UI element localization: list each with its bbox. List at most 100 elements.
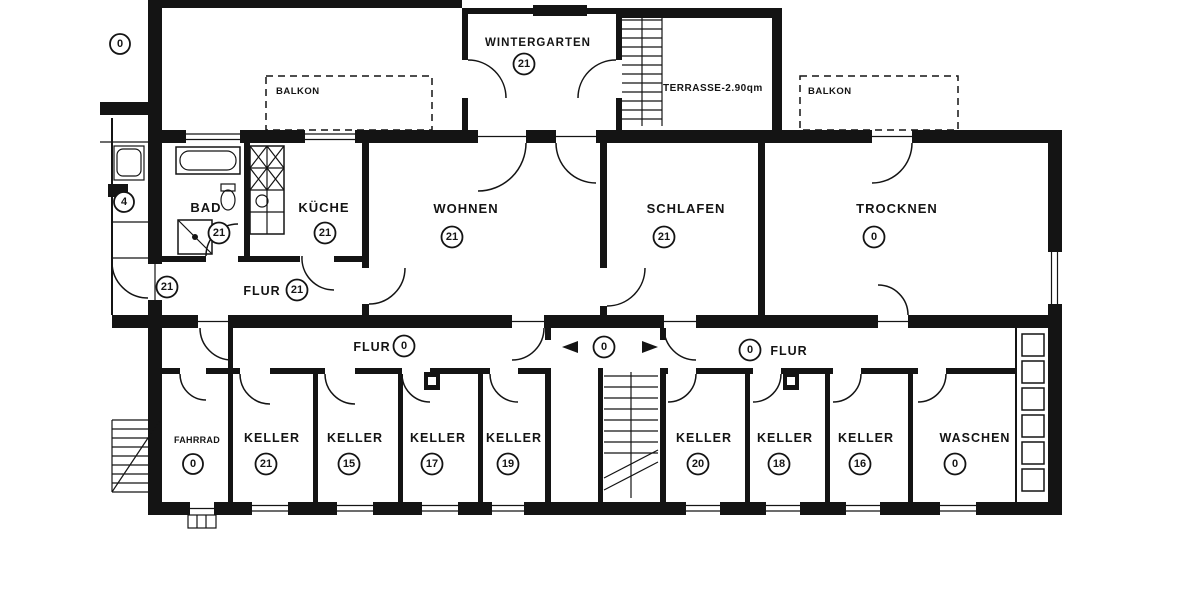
door-arc-wohnen	[368, 267, 406, 305]
room-schlafen: SCHLAFEN 21	[647, 201, 726, 249]
room-trocknen: TROCKNEN 0	[856, 201, 938, 249]
steps-exterior-bottom	[187, 514, 217, 529]
room-keller-4: KELLER 19	[486, 431, 541, 476]
corridor-flur-left: FLUR 0	[353, 334, 416, 358]
room-value-keller-2: 15	[343, 458, 355, 470]
room-fahrrad: FAHRRAD 0	[174, 435, 220, 475]
room-value-waschen: 0	[952, 458, 958, 470]
room-value-fahrrad: 0	[190, 458, 196, 470]
left-edge-badge-mid: 4	[113, 191, 135, 213]
value-flur-basement-right: 0	[747, 344, 753, 356]
balkon-right-label: BALKON	[808, 86, 852, 97]
room-value-trocknen: 0	[871, 231, 877, 243]
room-value-schlafen: 21	[658, 231, 670, 243]
balcony-left: BALKON	[265, 75, 433, 131]
room-value-keller-5: 20	[692, 458, 704, 470]
door-arc-terrasse	[555, 142, 597, 184]
room-label-trocknen: TROCKNEN	[856, 201, 938, 216]
room-label-keller-7: KELLER	[838, 431, 894, 445]
toilet	[220, 183, 236, 211]
room-label-waschen: WASCHEN	[940, 431, 1011, 445]
wall-openings	[148, 60, 1062, 515]
door-arc-wintergarten	[477, 142, 527, 192]
room-value-flur-upper: 21	[291, 284, 303, 296]
room-keller-5: KELLER 20	[676, 431, 732, 476]
door-arc-keller-20	[667, 373, 697, 403]
room-value-keller-7: 16	[854, 458, 866, 470]
room-value-wohnen: 21	[446, 231, 458, 243]
stairs-basement	[603, 372, 659, 498]
chimney-shaft	[249, 145, 285, 235]
label-flur-basement-left: FLUR	[353, 340, 390, 354]
left-edge-value-top: 0	[117, 38, 123, 50]
door-arc-keller-18	[752, 373, 782, 403]
room-label-schlafen: SCHLAFEN	[647, 201, 726, 216]
door-arc-wintergarten-right	[577, 59, 617, 99]
room-label-keller-3: KELLER	[410, 431, 466, 445]
window-lines	[154, 133, 1059, 512]
room-label-wohnen: WOHNEN	[433, 201, 498, 216]
room-wohnen: WOHNEN 21	[433, 201, 498, 249]
room-label-bad: BAD	[190, 200, 221, 215]
room-label-keller-5: KELLER	[676, 431, 732, 445]
corridor-center-badge: 0	[592, 335, 616, 359]
door-arc-trocknen-balkon	[871, 142, 913, 184]
bathtub	[175, 146, 241, 175]
room-wintergarten: WINTERGARTEN 21	[485, 37, 591, 76]
door-arc-kueche	[301, 255, 335, 291]
room-keller-1: KELLER 21	[244, 431, 300, 476]
door-arc-keller-17	[401, 373, 431, 403]
meter-box-keller-17	[424, 372, 440, 390]
door-arc-wintergarten-left	[467, 59, 507, 99]
entry-badge: 21	[155, 275, 179, 299]
room-label-kueche: KÜCHE	[298, 200, 349, 215]
stairs-terrace	[622, 14, 663, 126]
door-direction-right-icon	[642, 341, 658, 353]
door-direction-left-icon	[562, 341, 578, 353]
balkon-left-label: BALKON	[276, 86, 320, 97]
door-arcs	[111, 59, 947, 405]
room-label-keller-1: KELLER	[244, 431, 300, 445]
room-flur-upper: FLUR 21	[243, 278, 309, 302]
door-arc-fahrrad	[179, 373, 207, 401]
door-arc-schlafen	[606, 267, 646, 307]
door-arc-keller-21	[239, 373, 271, 405]
value-corridor-center: 0	[601, 341, 607, 353]
sink-icon	[255, 194, 269, 208]
terrasse-label: TERRASSE-2.90qm	[663, 83, 763, 94]
room-value-bad: 21	[213, 227, 225, 239]
stairs-exterior	[111, 419, 161, 493]
room-value-keller-6: 18	[773, 458, 785, 470]
room-kueche: KÜCHE 21	[298, 200, 349, 245]
left-structure	[100, 118, 148, 315]
value-flur-basement-left: 0	[401, 340, 407, 352]
room-waschen: WASCHEN 0	[940, 431, 1011, 476]
room-label-wintergarten: WINTERGARTEN	[485, 37, 591, 49]
room-keller-7: KELLER 16	[838, 431, 894, 476]
room-label-fahrrad: FAHRRAD	[174, 435, 220, 445]
room-value-keller-1: 21	[260, 458, 272, 470]
door-arc-keller-16	[832, 373, 862, 403]
door-arc-corridor-left-end	[199, 327, 233, 361]
corridor-flur-right: 0 FLUR	[738, 338, 807, 362]
left-edge-value-mid: 4	[121, 196, 128, 208]
room-bad: BAD 21	[190, 200, 231, 245]
room-value-keller-4: 19	[502, 458, 514, 470]
shower	[177, 219, 213, 255]
room-value-wintergarten: 21	[518, 58, 530, 70]
door-arc-corridor-right	[663, 327, 697, 361]
room-label-keller-2: KELLER	[327, 431, 383, 445]
room-keller-6: KELLER 18	[757, 431, 813, 476]
balcony-right: BALKON	[799, 75, 959, 131]
left-edge-badge-top: 0	[109, 33, 131, 55]
door-arc-entry	[111, 261, 149, 299]
door-arc-waschen	[917, 373, 947, 403]
room-label-flur-upper: FLUR	[243, 284, 280, 298]
shaft-right	[1015, 328, 1045, 502]
door-arc-corridor-left	[511, 327, 545, 361]
meter-box-keller-18	[783, 372, 799, 390]
door-arc-keller-19	[489, 373, 519, 403]
room-label-keller-6: KELLER	[757, 431, 813, 445]
label-flur-basement-right: FLUR	[770, 344, 807, 358]
